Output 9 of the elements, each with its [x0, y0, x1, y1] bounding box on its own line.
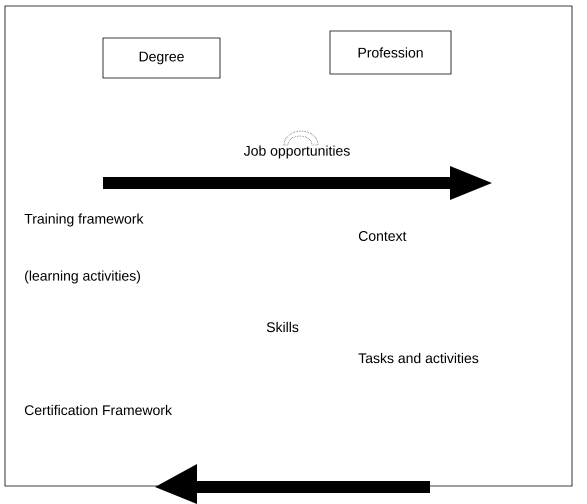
label-text: (learning activities) — [25, 270, 140, 284]
text-box: Degree — [102, 38, 220, 78]
label-text: Skills — [266, 322, 298, 332]
label-text: Context — [358, 231, 406, 241]
text-box: Profession — [330, 30, 452, 74]
label-text: Training framework — [24, 213, 144, 227]
label-text: Job opportunities — [244, 145, 350, 159]
label-text: Certification Framework — [24, 404, 172, 416]
label-text: Tasks and activities — [358, 352, 478, 364]
